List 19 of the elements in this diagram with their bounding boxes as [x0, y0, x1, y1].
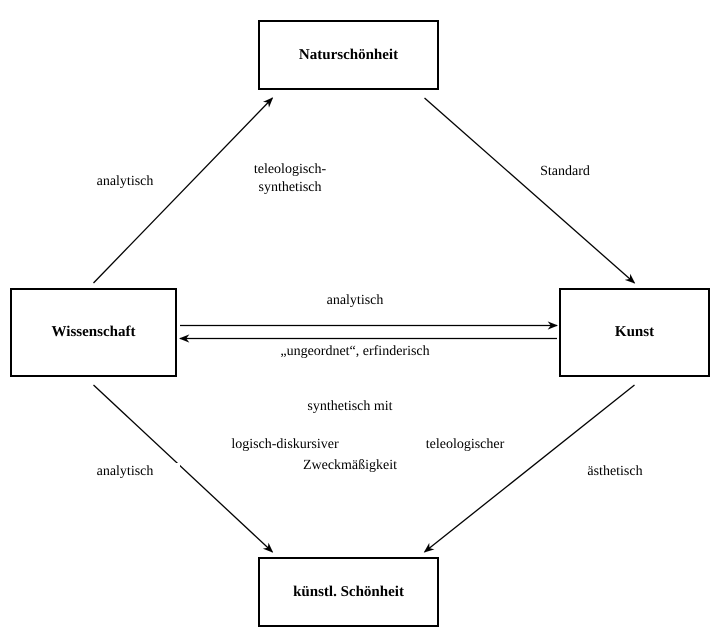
box-label: Naturschönheit [298, 46, 398, 65]
arrow [93, 97, 274, 284]
concept-box [559, 288, 710, 377]
box-label: Kunst [614, 323, 654, 342]
arrow [93, 384, 274, 553]
concept-box [258, 557, 439, 627]
annotation-text: synthetisch mit [306, 398, 394, 416]
box-label: Wissenschaft [52, 323, 136, 342]
annotation-text: Zweckmäßigkeit [302, 457, 398, 474]
arrow [424, 98, 636, 284]
box-label: künstl. Schönheit [293, 582, 404, 602]
annotation-text: teleologisch- synthetisch [252, 161, 328, 196]
arrow [180, 321, 558, 330]
annotation-text: logisch-diskursiver [230, 436, 340, 454]
concept-box [10, 288, 177, 377]
concept-box [258, 20, 439, 90]
arrow [424, 384, 635, 553]
annotation-text: teleologischer [424, 436, 506, 454]
arrow [178, 334, 557, 343]
